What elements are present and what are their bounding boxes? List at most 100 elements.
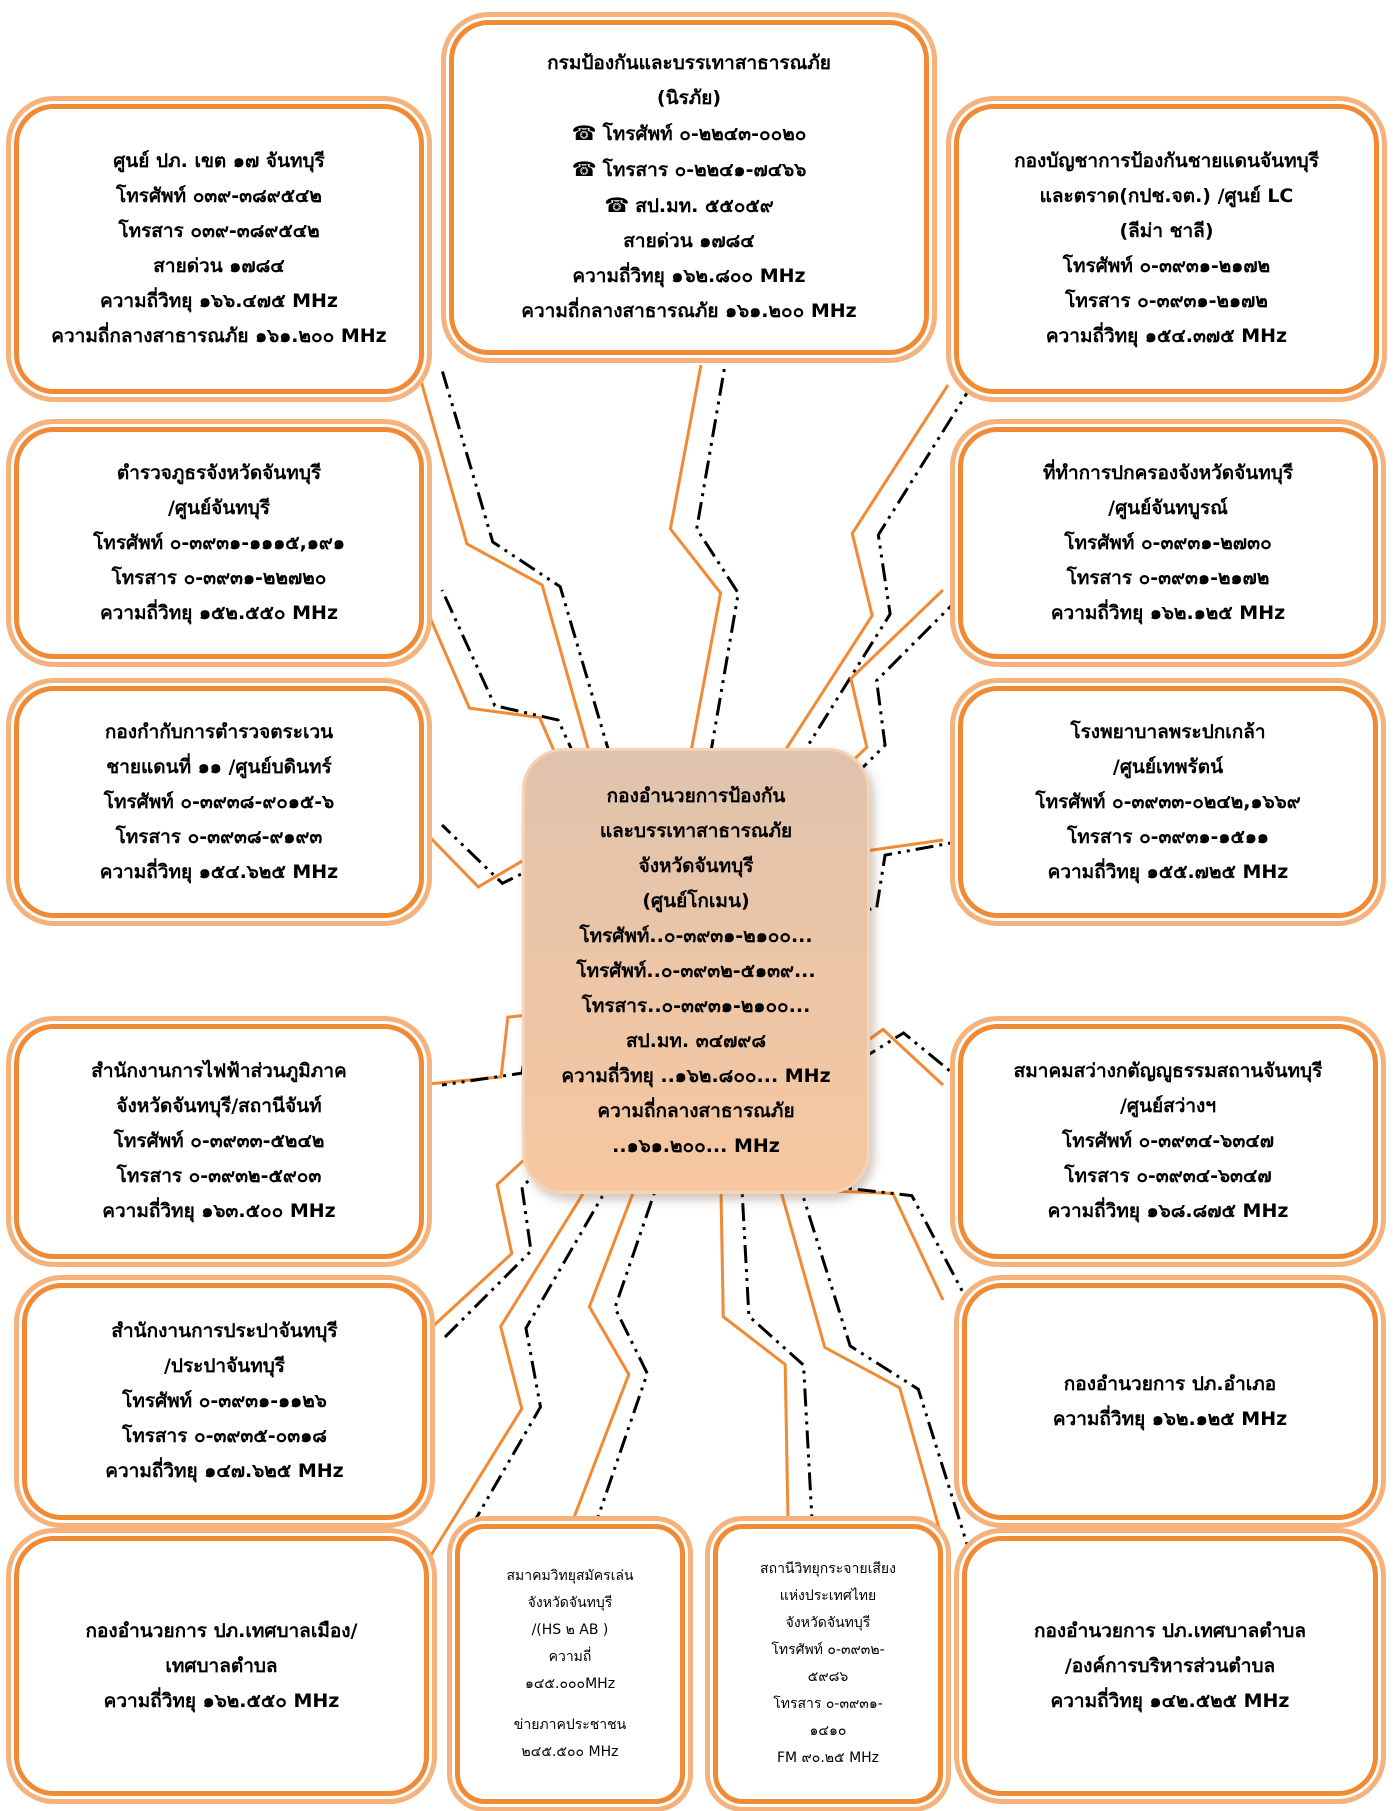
node-line: และตราด(กปช.จต.) /ศูนย์ LC [1039,185,1294,207]
node-line: แห่งประเทศไทย [779,1588,877,1604]
link-dash-line [595,1160,667,1521]
node-line: โทรศัพท์ ๐-๓๙๓๑-๒๗๓๐ [1064,531,1272,554]
link-dash-line [793,588,969,837]
node-line: โทรสาร ๐-๓๙๓๑- [773,1696,883,1712]
node-line: ที่ทำการปกครองจังหวัดจันทบุรี [1042,461,1294,484]
node-line: กองอำนวยการ ปภ.อำเภอ [1063,1372,1277,1395]
node-lines: สมาคมสว่างกตัญญูธรรมสถานจันทบุรี/ศูนย์สว… [1006,1048,1331,1235]
node-line: กองอำนวยการ ปภ.เทศบาลตำบล [1033,1619,1307,1642]
node-line: กรมป้องกันและบรรเทาสาธารณภัย [547,52,831,74]
node-line: ความถี่วิทยุ ๑๖๖.๔๗๕ MHz [100,290,338,312]
node-line: กองอำนวยการ ปภ.เทศบาลเมือง/ [85,1619,358,1642]
center-line: ความถี่กลางสาธารณภัย [597,1099,795,1122]
center-line: โทรศัพท์..๐-๓๙๓๒-๕๑๓๙... [576,959,816,982]
node-line: ความถี่วิทยุ ๑๖๒.๘๐๐ MHz [572,265,806,287]
center-line: ..๑๖๑.๒๐๐... MHz [612,1134,780,1157]
link-dash-line [795,384,974,765]
link-orange-line [571,1160,647,1521]
node-lines: กองอำนวยการ ปภ.เทศบาลเมือง/เทศบาลตำบลควา… [78,1608,366,1725]
link-orange-line [416,369,593,760]
node-line: ความถี่วิทยุ ๑๕๕.๗๒๕ MHz [1047,860,1289,883]
node-right-2: ที่ทำการปกครองจังหวัดจันทบุรี/ศูนย์จันทบ… [958,427,1378,659]
node-line: ศูนย์ ปภ. เขต ๑๗ จันทบุรี [113,150,325,172]
node-lines: ตำรวจภูธรจังหวัดจันทบุรี/ศูนย์จันทบุรีโท… [85,450,353,637]
node-line: /(HS ๒ AB ) [531,1621,609,1638]
node-line: สมาคมสว่างกตัญญูธรรมสถานจันทบุรี [1013,1060,1323,1082]
node-line: ความถี่ [548,1648,592,1665]
telephone-icon: ☎ [571,121,597,145]
link-orange-line [668,364,723,758]
node-line: โทรศัพท์ ๐-๓๙๓๘-๙๐๑๕-๖ [103,790,335,813]
node-line: ชายแดนที่ ๑๑ /ศูนย์บดินทร์ [106,755,332,778]
node-line [506,1698,633,1712]
node-line: โทรศัพท์ ๐-๓๙๓๑-๑๑๑๕,๑๙๑ [93,531,345,554]
node-line: โทรสาร ๐-๓๙๓๑-๒๑๗๒ [1065,290,1268,312]
node-line: /ประปาจันทบุรี [163,1355,286,1377]
link-dash-line [795,1174,974,1561]
link-dash-line [794,838,968,925]
node-line: โทรสาร ๐-๓๙๓๕-๐๓๑๘ [122,1425,327,1447]
node-line: โทรสาร ๐-๓๙๓๒-๕๙๐๓ [116,1165,322,1187]
node-line: โทรสาร ๐๓๙-๓๘๙๕๔๒ [118,220,320,242]
node-bottom-right: กองอำนวยการ ปภ.เทศบาลตำบล/องค์การบริหารส… [962,1536,1378,1796]
node-line: เทศบาลตำบล [165,1654,278,1677]
node-line: สายด่วน ๑๗๘๔ [153,255,285,277]
link-dash-line [793,1007,968,1087]
node-line: กองกำกับการตำรวจตระเวน [104,720,334,743]
node-line: ความถี่วิทยุ ๑๖๒.๑๒๕ MHz [1052,1407,1288,1430]
node-line: สถานีวิทยุกระจายเสียง [760,1561,896,1577]
node-line: โทรศัพท์ ๐-๓๙๓๔-๖๓๔๗ [1061,1130,1274,1152]
node-line: โทรสาร ๐-๓๙๓๑-๒๒๗๒๐ [111,566,327,589]
fax-text: โทรสาร ๐-๒๒๔๑-๗๔๖๖ [602,159,807,181]
node-line: โรงพยาบาลพระปกเกล้า [1070,720,1266,743]
node-line: โทรสาร ๐-๓๙๓๔-๖๓๔๗ [1064,1165,1272,1187]
link-dash-line [440,589,613,837]
node-line-spmt: ☎สป.มท. ๕๕๐๕๙ [521,188,856,224]
spmt-text: สป.มท. ๕๕๐๕๙ [635,195,774,217]
link-orange-line [775,1174,950,1561]
node-line: ความถี่วิทยุ ๑๖๒.๕๕๐ MHz [103,1689,340,1712]
node-line: ความถี่วิทยุ ๑๕๒.๕๕๐ MHz [99,601,339,624]
link-orange-line [426,1174,596,1561]
node-line: FM ๙๐.๒๕ MHz [776,1750,880,1766]
node-bottom-left: กองอำนวยการ ปภ.เทศบาลเมือง/เทศบาลตำบลควา… [14,1536,429,1796]
node-right-4: สมาคมสว่างกตัญญูธรรมสถานจันทบุรี/ศูนย์สว… [958,1024,1378,1259]
link-orange-line [718,1161,790,1521]
node-line: /ศูนย์เทพรัตน์ [1112,755,1224,778]
node-line: (ลีม่า ชาลี) [1119,220,1214,242]
node-lines: โรงพยาบาลพระปกเกล้า/ศูนย์เทพรัตน์โทรศัพท… [1027,709,1308,896]
link-dash-line [440,1097,613,1342]
node-line: สายด่วน ๑๗๘๔ [623,230,755,252]
telephone-icon: ☎ [571,157,597,181]
node-line-fax: ☎โทรสาร ๐-๒๒๔๑-๗๔๖๖ [521,152,856,188]
node-top-right: กองบัญชาการป้องกันชายแดนจันทบุรีและตราด(… [954,104,1379,394]
center-line: และบรรเทาสาธารณภัย [599,819,793,842]
node-line: /ศูนย์จันทบุรี [167,496,271,519]
node-lines: กองอำนวยการ ปภ.เทศบาลตำบล/องค์การบริหารส… [1026,1608,1314,1725]
node-line: จังหวัดจันทบุรี [785,1615,871,1631]
telephone-icon: ☎ [604,193,630,217]
node-line: (นิรภัย) [656,87,722,109]
node-line: ความถี่วิทยุ ๑๖๒.๑๒๕ MHz [1050,601,1286,624]
node-line: โทรศัพท์ ๐๓๙-๓๘๙๕๔๒ [116,185,322,207]
node-line: สำนักงานการไฟฟ้าส่วนภูมิภาค [91,1060,347,1082]
link-dash-line [450,1174,616,1561]
node-top-center: กรมป้องกันและบรรเทาสาธารณภัย (นิรภัย) ☎โ… [449,20,929,355]
node-lines: กองบัญชาการป้องกันชายแดนจันทบุรีและตราด(… [1006,138,1327,360]
node-line: โทรสาร ๐-๓๙๓๑-๑๕๑๑ [1067,825,1269,848]
node-lines: สมาคมวิทยุสมัครเล่นจังหวัดจันทบุรี/(HS ๒… [498,1557,641,1772]
node-bottom-mid-right: สถานีวิทยุกระจายเสียงแห่งประเทศไทยจังหวั… [713,1524,943,1804]
center-line: (ศูนย์โกเมน) [642,889,750,912]
node-line: โทรศัพท์ ๐-๓๙๓๒- [771,1642,885,1658]
link-orange-line [775,384,950,765]
node-lines: กองกำกับการตำรวจตระเวนชายแดนที่ ๑๑ /ศูนย… [92,709,347,896]
center-line: ความถี่วิทยุ ..๑๖๒.๘๐๐... MHz [561,1064,831,1087]
node-line: ๑๔๑๐ [809,1723,847,1739]
link-dash-line [441,1007,612,1087]
node-right-3: โรงพยาบาลพระปกเกล้า/ศูนย์เทพรัตน์โทรศัพท… [958,686,1378,918]
node-top-left: ศูนย์ ปภ. เขต ๑๗ จันทบุรีโทรศัพท์ ๐๓๙-๓๘… [14,104,424,394]
node-line: ๑๔๕.๐๐๐MHz [524,1675,616,1692]
node-lines: สำนักงานการไฟฟ้าส่วนภูมิภาคจังหวัดจันทบุ… [83,1048,354,1235]
center-line: โทรศัพท์..๐-๓๙๓๑-๒๑๐๐... [579,924,813,947]
node-line: ความถี่วิทยุ ๑๕๔.๖๒๕ MHz [99,860,339,883]
